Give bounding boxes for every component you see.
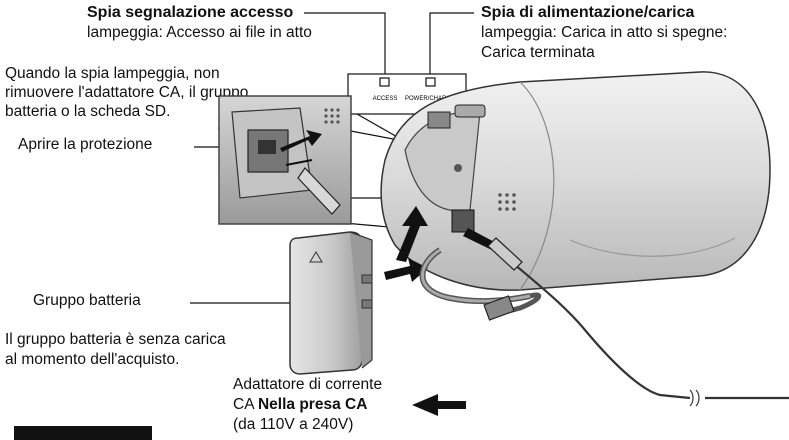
ac-adapter-cable [419, 237, 789, 407]
cover-label: Aprire la protezione [18, 136, 153, 153]
adapter-line-2-bold: Nella presa CA [257, 396, 368, 413]
warning-line-1: Quando la spia lampeggia, non [5, 65, 220, 82]
inset-arrow-icon [280, 130, 322, 152]
warning-line-3: batteria o la scheda SD. [5, 103, 171, 120]
adapter-line-2-prefix: CA [233, 396, 258, 413]
power-lamp-icon [425, 77, 436, 87]
battery-note-2: al momento dell'acquisto. [5, 351, 180, 368]
access-leader-line [304, 12, 386, 75]
connector-inset [218, 95, 352, 225]
battery-label: Gruppo batteria [33, 292, 141, 309]
battery-insert-arrow-icon [384, 258, 428, 282]
camcorder-body [380, 71, 771, 291]
speaker-grill [498, 193, 516, 211]
inset-plug [297, 167, 341, 215]
battery-pack [289, 206, 428, 375]
warning-line-2: rimuovere l'adattatore CA, il gruppo [5, 84, 249, 101]
zoom-lever [454, 104, 486, 118]
panel-access-label: ACCESS [373, 96, 398, 102]
outlet-arrow-icon [412, 394, 466, 416]
adapter-line-1: Adattatore di corrente [233, 376, 383, 393]
dc-plug [487, 237, 523, 271]
power-lamp-desc-1: lampeggia: Carica in atto si spegne: [481, 24, 728, 41]
access-lamp-title: Spia segnalazione accesso [87, 4, 294, 21]
power-lamp-title: Spia di alimentazione/carica [481, 4, 695, 21]
power-leader-line [429, 12, 474, 75]
adapter-line-3: (da 110V a 240V) [233, 416, 354, 433]
adapter-line-2: CA Nella presa CA [233, 396, 367, 414]
battery-note-1: Il gruppo batteria è senza carica [5, 331, 226, 348]
panel-power-label: POWER/CHARGE [405, 96, 455, 102]
power-lamp-desc-2: Carica terminata [481, 44, 595, 61]
power-switch [427, 111, 451, 129]
section-tab-bar [14, 426, 152, 440]
access-lamp-desc: lampeggia: Accesso ai file in atto [87, 24, 312, 41]
battery-up-arrow-icon [396, 206, 428, 262]
access-lamp-icon [379, 77, 390, 87]
